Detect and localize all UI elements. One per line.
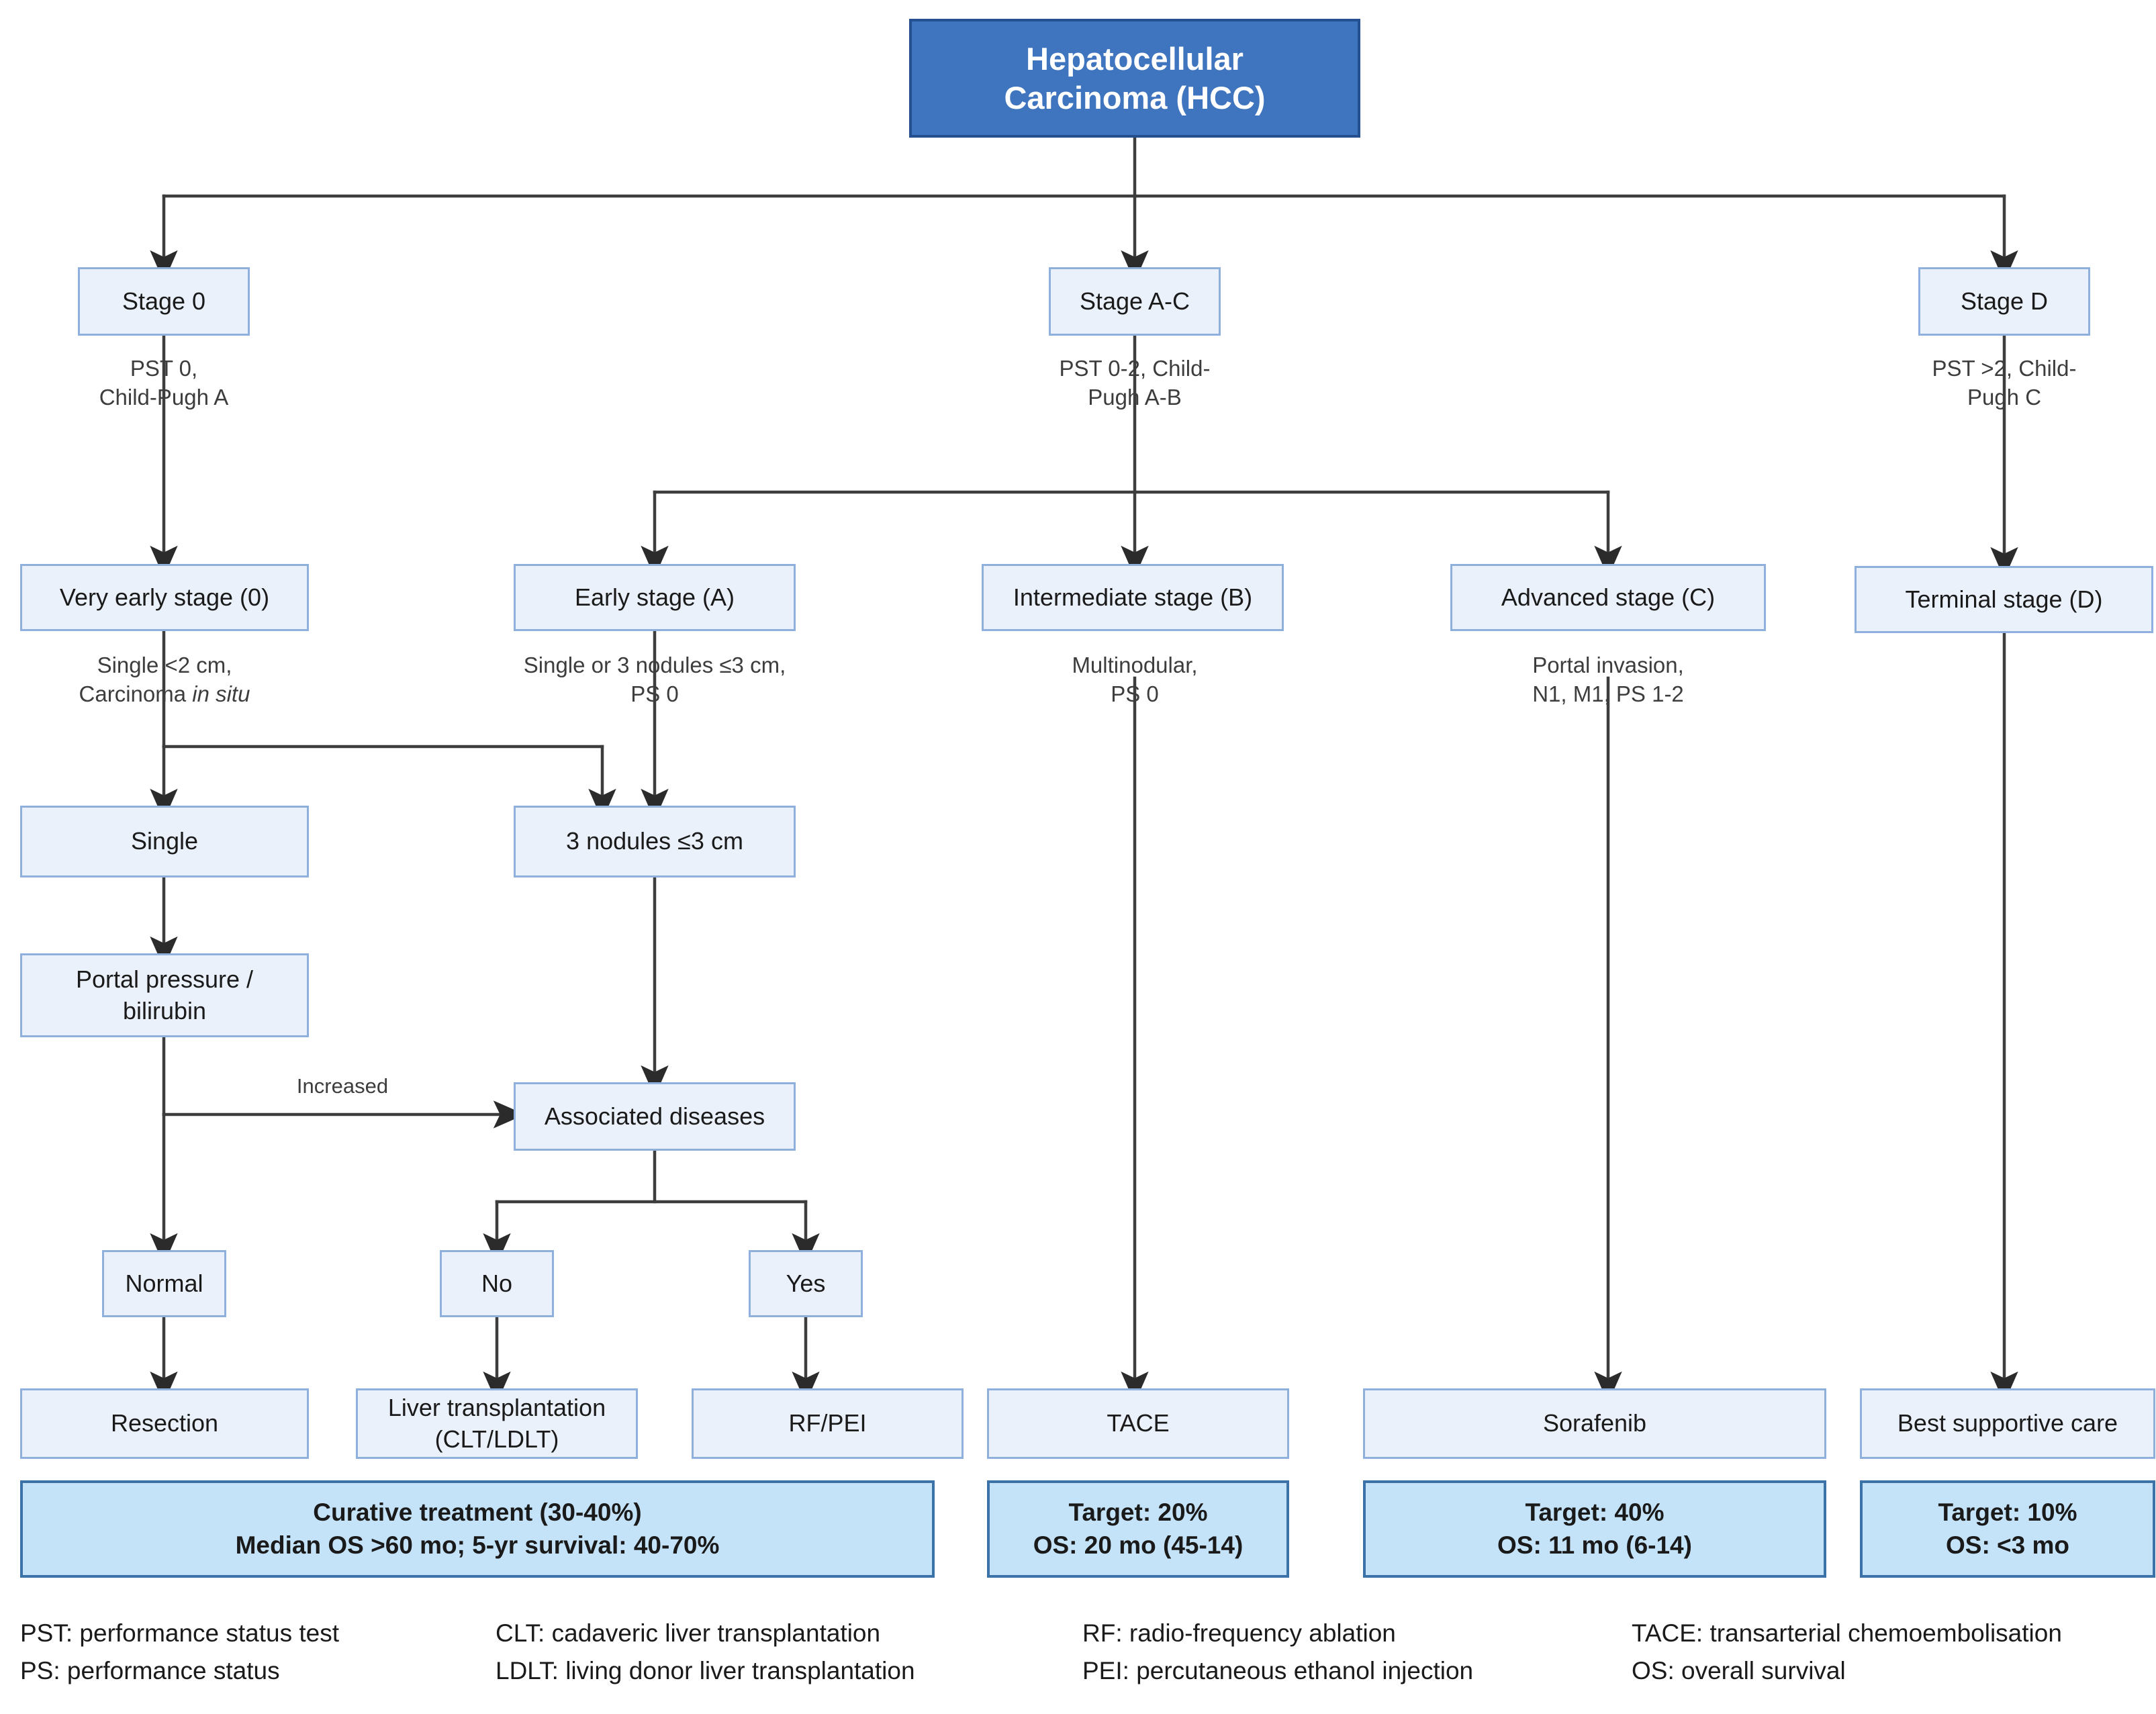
node-label: Stage A-C: [1079, 287, 1190, 315]
legend-column-1: PST: performance status test PS: perform…: [20, 1615, 339, 1689]
legend-item: OS: overall survival: [1632, 1656, 1846, 1684]
node-hepatocellular-carcinoma[interactable]: Hepatocellular Carcinoma (HCC): [909, 19, 1360, 138]
node-stage-a-c[interactable]: Stage A-C: [1049, 267, 1221, 336]
node-intermediate-stage-b[interactable]: Intermediate stage (B): [982, 564, 1284, 631]
node-label: TACE: [1107, 1409, 1170, 1437]
node-label: Portal pressure / bilirubin: [75, 965, 254, 1025]
node-label: Very early stage (0): [59, 583, 270, 611]
outcome-line-1: Target: 10%: [1938, 1498, 2077, 1527]
edge-label-increased: Increased: [296, 1074, 389, 1098]
node-normal[interactable]: Normal: [102, 1250, 226, 1317]
legend-item: LDLT: living donor liver transplantation: [496, 1656, 915, 1684]
legend-column-2: CLT: cadaveric liver transplantation LDL…: [496, 1615, 915, 1689]
node-label: Normal: [125, 1269, 203, 1297]
node-label: Stage D: [1960, 287, 2049, 315]
node-label: Resection: [110, 1409, 219, 1437]
node-outcome-tace[interactable]: Target: 20% OS: 20 mo (45-14): [987, 1480, 1289, 1578]
node-label: Single: [130, 827, 199, 855]
node-treatment-best-supportive-care[interactable]: Best supportive care: [1860, 1388, 2155, 1459]
node-label: RF/PEI: [788, 1409, 867, 1437]
node-label: Terminal stage (D): [1905, 585, 2103, 613]
node-label: Best supportive care: [1897, 1409, 2118, 1437]
node-label: Advanced stage (C): [1501, 583, 1716, 611]
node-label: Associated diseases: [544, 1102, 765, 1130]
node-no[interactable]: No: [440, 1250, 554, 1317]
node-label: Liver transplantation (CLT/LDLT): [387, 1394, 606, 1453]
node-label: Stage 0: [122, 287, 206, 315]
node-treatment-sorafenib[interactable]: Sorafenib: [1363, 1388, 1826, 1459]
node-label: Early stage (A): [574, 583, 735, 611]
caption-very-early-stage: Single <2 cm, Carcinoma in situ: [13, 651, 316, 709]
node-treatment-liver-transplantation[interactable]: Liver transplantation (CLT/LDLT): [356, 1388, 638, 1459]
node-label: No: [481, 1269, 513, 1297]
node-portal-pressure-bilirubin[interactable]: Portal pressure / bilirubin: [20, 953, 309, 1037]
outcome-line-1: Curative treatment (30-40%): [313, 1498, 642, 1527]
legend-column-4: TACE: transarterial chemoembolisation OS…: [1632, 1615, 2062, 1689]
caption-stage-a-c: PST 0-2, Child- Pugh A-B: [1059, 356, 1211, 410]
caption-stage-d: PST >2, Child- Pugh C: [1932, 356, 2077, 410]
node-very-early-stage[interactable]: Very early stage (0): [20, 564, 309, 631]
node-terminal-stage-d[interactable]: Terminal stage (D): [1855, 566, 2153, 633]
legend-item: PEI: percutaneous ethanol injection: [1082, 1656, 1474, 1684]
node-label: 3 nodules ≤3 cm: [566, 827, 743, 855]
outcome-line-2: OS: <3 mo: [1945, 1531, 2070, 1559]
caption-line-1: Single <2 cm,: [97, 653, 232, 677]
node-treatment-tace[interactable]: TACE: [987, 1388, 1289, 1459]
legend-column-3: RF: radio-frequency ablation PEI: percut…: [1082, 1615, 1473, 1689]
outcome-line-2: Median OS >60 mo; 5-yr survival: 40-70%: [235, 1531, 720, 1559]
node-treatment-resection[interactable]: Resection: [20, 1388, 309, 1459]
caption-early-stage-a: Single or 3 nodules ≤3 cm, PS 0: [523, 653, 786, 706]
outcome-line-1: Target: 40%: [1525, 1498, 1665, 1527]
node-three-nodules[interactable]: 3 nodules ≤3 cm: [514, 806, 796, 877]
node-associated-diseases[interactable]: Associated diseases: [514, 1082, 796, 1151]
caption-line-2-italic: in situ: [192, 681, 250, 706]
node-outcome-best-supportive-care[interactable]: Target: 10% OS: <3 mo: [1860, 1480, 2155, 1578]
node-early-stage-a[interactable]: Early stage (A): [514, 564, 796, 631]
node-outcome-sorafenib[interactable]: Target: 40% OS: 11 mo (6-14): [1363, 1480, 1826, 1578]
node-treatment-rf-pei[interactable]: RF/PEI: [692, 1388, 964, 1459]
node-single[interactable]: Single: [20, 806, 309, 877]
caption-stage-0: PST 0, Child-Pugh A: [99, 356, 229, 410]
node-stage-d[interactable]: Stage D: [1918, 267, 2090, 336]
node-stage-0[interactable]: Stage 0: [78, 267, 250, 336]
node-label: Yes: [786, 1269, 826, 1297]
legend-item: TACE: transarterial chemoembolisation: [1632, 1619, 2062, 1647]
caption-advanced-stage-c: Portal invasion, N1, M1, PS 1-2: [1532, 653, 1684, 706]
node-advanced-stage-c[interactable]: Advanced stage (C): [1450, 564, 1766, 631]
node-label: Hepatocellular Carcinoma (HCC): [1004, 41, 1266, 115]
outcome-line-1: Target: 20%: [1068, 1498, 1208, 1527]
outcome-line-2: OS: 11 mo (6-14): [1497, 1531, 1692, 1559]
node-outcome-curative[interactable]: Curative treatment (30-40%) Median OS >6…: [20, 1480, 935, 1578]
outcome-line-2: OS: 20 mo (45-14): [1033, 1531, 1244, 1559]
node-yes[interactable]: Yes: [749, 1250, 863, 1317]
node-label: Sorafenib: [1542, 1409, 1647, 1437]
legend-item: CLT: cadaveric liver transplantation: [496, 1619, 881, 1647]
legend-item: PS: performance status: [20, 1656, 280, 1684]
node-label: Intermediate stage (B): [1013, 583, 1253, 611]
legend-item: PST: performance status test: [20, 1619, 340, 1647]
caption-line-2: Carcinoma: [79, 681, 193, 706]
caption-intermediate-stage-b: Multinodular, PS 0: [1072, 653, 1198, 706]
legend-item: RF: radio-frequency ablation: [1082, 1619, 1396, 1647]
